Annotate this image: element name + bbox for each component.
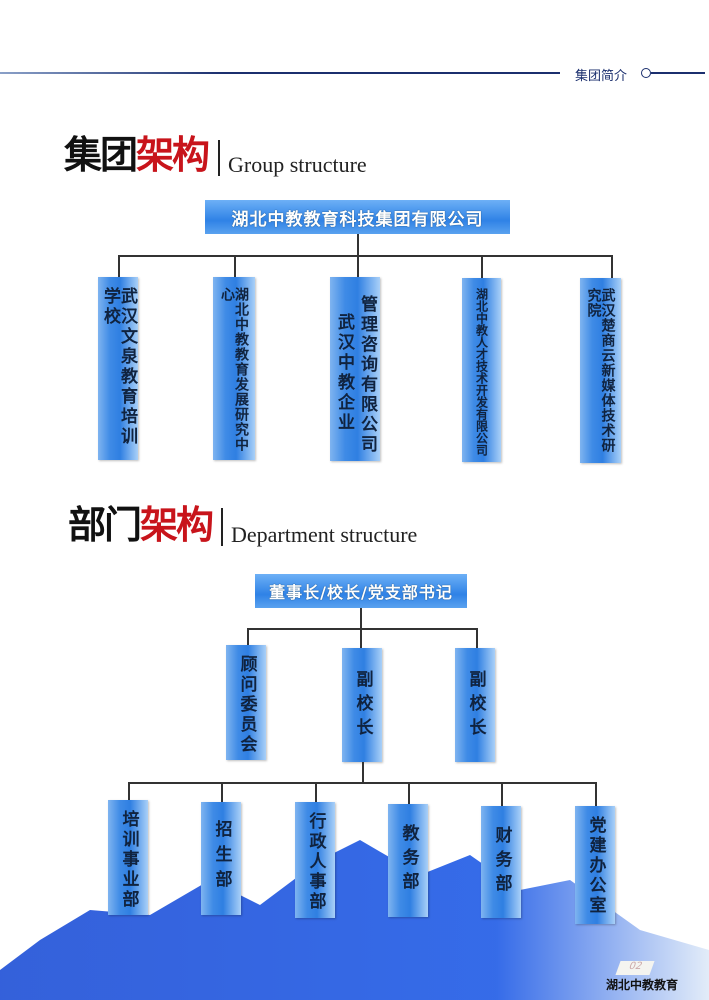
circle-icon [641, 68, 651, 78]
group-child-label: 湖北中教教育发展研究中心 [219, 287, 249, 452]
connector [315, 782, 317, 802]
header-rule-right [651, 72, 705, 74]
group-child-box: 湖北中教教育发展研究中心 [213, 277, 255, 460]
connector [611, 255, 613, 278]
department-box: 党建办公室 [575, 806, 615, 924]
department-box: 招生部 [201, 802, 241, 915]
group-child-box: 管理咨询有限公司 武汉中教企业 [330, 277, 380, 461]
department-label: 培训事业部 [118, 810, 139, 910]
group-child-label: 武汉文泉教育培训学校 [100, 287, 137, 447]
department-box: 教务部 [388, 804, 428, 917]
department-title: 部门架构 [68, 502, 214, 547]
connector [128, 782, 596, 784]
group-child-label: 武汉楚商云新媒体技术研究院 [585, 288, 616, 453]
group-child-label: 管理咨询有限公司 [357, 295, 377, 455]
header-rule [0, 72, 560, 74]
group-child-label: 武汉中教企业 [334, 313, 354, 433]
level2-label: 副校长 [352, 670, 373, 742]
connector [476, 628, 478, 648]
department-label: 党建办公室 [585, 816, 606, 916]
department-label: 行政人事部 [305, 812, 326, 912]
connector [221, 782, 223, 802]
group-child-box: 武汉文泉教育培训学校 [98, 277, 138, 460]
department-box: 财务部 [481, 806, 521, 918]
connector [128, 782, 130, 800]
department-root-box: 董事长/校长/党支部书记 [255, 574, 467, 608]
level2-box: 顾问委员会 [226, 645, 266, 760]
connector [118, 255, 120, 277]
group-child-box: 武汉楚商云新媒体技术研究院 [580, 278, 621, 463]
level2-box: 副校长 [455, 648, 495, 762]
footer-brand: 湖北中教教育 [606, 978, 679, 992]
mountain-background [0, 840, 709, 1000]
connector [481, 255, 483, 278]
connector [118, 255, 612, 257]
department-box: 培训事业部 [108, 800, 148, 915]
group-title-en: Group structure [218, 140, 367, 176]
connector [501, 782, 503, 806]
level2-box: 副校长 [342, 648, 382, 762]
header-section-label: 集团简介 [575, 69, 628, 84]
group-child-label: 湖北中教人才技术开发有限公司 [474, 288, 489, 456]
connector [234, 255, 236, 277]
department-title-en: Department structure [221, 508, 417, 546]
level2-label: 顾问委员会 [236, 655, 257, 755]
level2-label: 副校长 [465, 670, 486, 742]
group-root-box: 湖北中教教育科技集团有限公司 [205, 200, 510, 234]
connector [247, 628, 477, 630]
group-title: 集团架构 [64, 132, 210, 177]
connector [362, 762, 364, 783]
group-child-box: 湖北中教人才技术开发有限公司 [462, 278, 501, 462]
department-label: 教务部 [398, 824, 419, 896]
department-label: 招生部 [211, 820, 232, 895]
department-label: 财务部 [491, 826, 512, 898]
connector [408, 782, 410, 804]
connector [247, 628, 249, 645]
page-number: 02 [615, 961, 655, 975]
connector [595, 782, 597, 806]
department-box: 行政人事部 [295, 802, 335, 918]
